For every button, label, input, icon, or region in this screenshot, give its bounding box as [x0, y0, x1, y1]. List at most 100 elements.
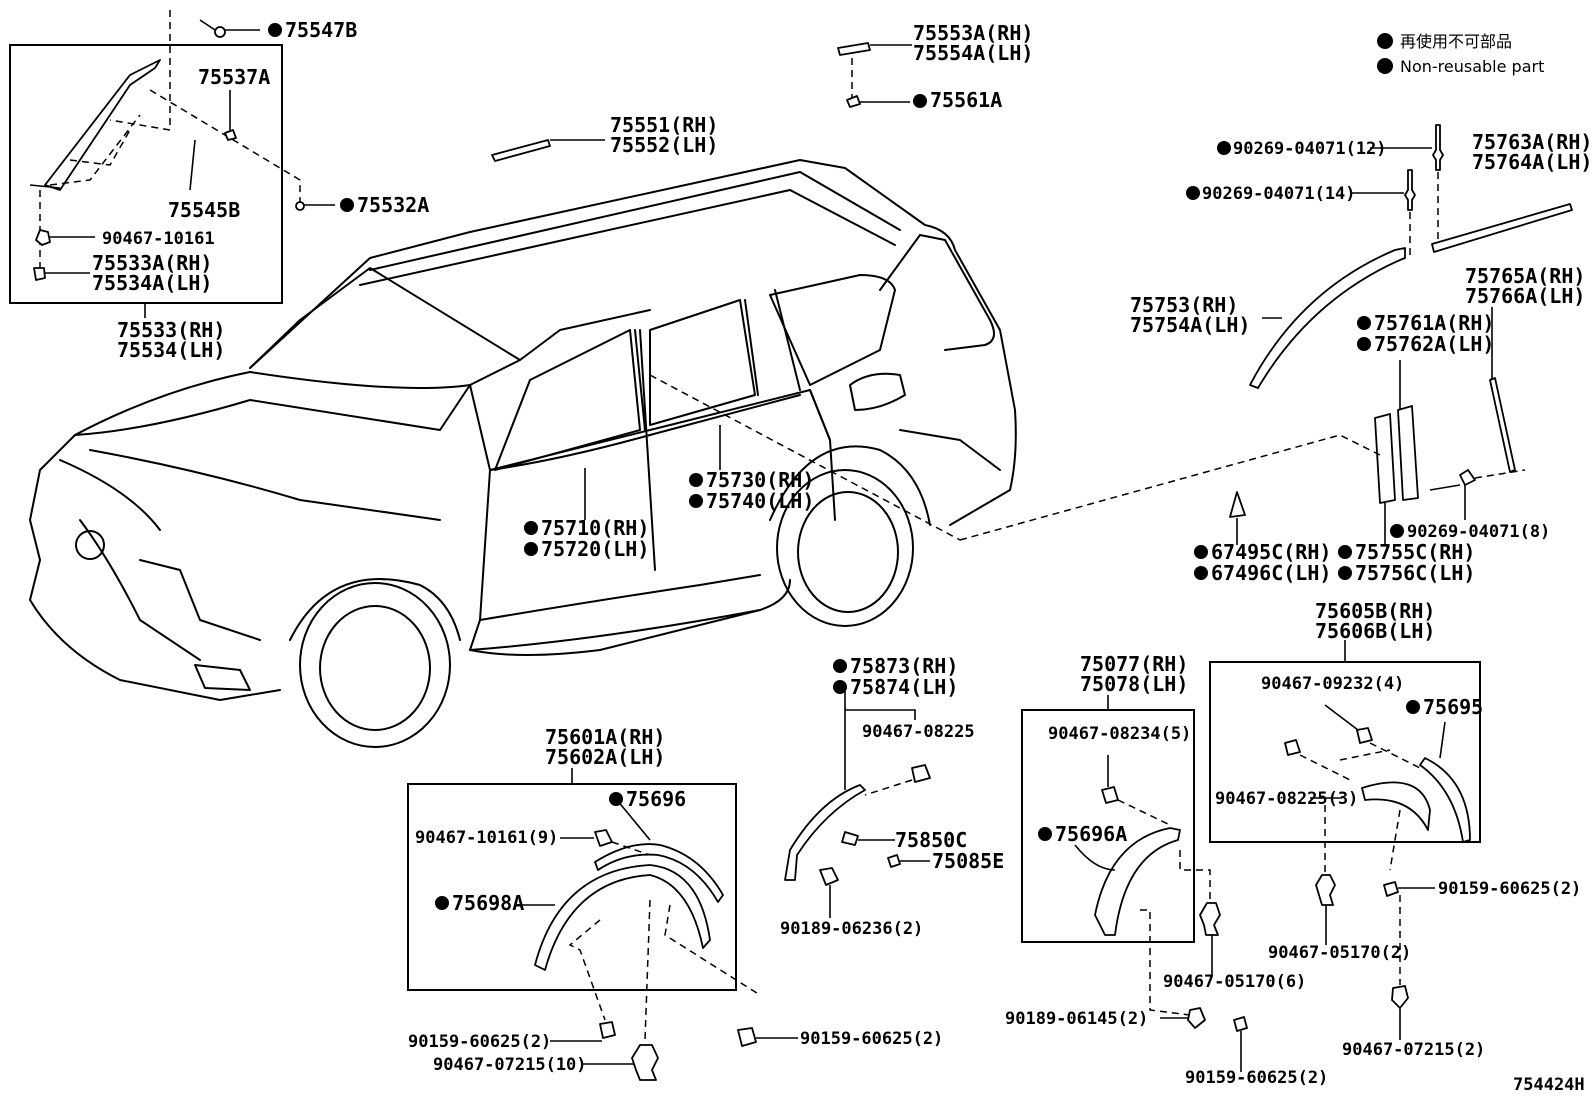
part-label-90159-60625-ll: 90159-60625(2): [408, 1032, 551, 1052]
clip-part: [594, 829, 613, 847]
non-reusable-dot-icon: [1194, 566, 1208, 580]
part-label-90189-06145: 90189-06145(2): [1005, 1009, 1148, 1029]
part-label-75601A: 75601A(RH): [545, 725, 665, 749]
part-label-90467-07215-10: 90467-07215(10): [433, 1055, 587, 1075]
clip-part: [1356, 727, 1373, 744]
clip-part: [1199, 902, 1221, 936]
part-label-75754A: 75754A(LH): [1130, 313, 1250, 337]
clip-part: [1391, 985, 1409, 1009]
roof-parts: [491, 42, 912, 162]
clip-part: [819, 867, 839, 886]
pillar-garnish-part: [44, 59, 161, 191]
legend-en: Non-reusable part: [1400, 57, 1544, 76]
part-label-75696A: 75696A: [1055, 822, 1127, 846]
part-label-67495C: 67495C(RH): [1211, 540, 1331, 564]
non-reusable-dot-icon: [1390, 524, 1404, 538]
clip-part: [1315, 874, 1336, 906]
non-reusable-dot-icon: [1217, 141, 1231, 155]
non-reusable-dot-icon: [689, 473, 703, 487]
part-label-90467-10161: 90467-10161: [102, 229, 215, 249]
non-reusable-dot-icon: [524, 521, 538, 535]
molding-part: [1431, 203, 1573, 253]
part-label-75696: 75696: [626, 787, 686, 811]
clip-part: [846, 95, 861, 108]
part-label-90159-60625-r: 90159-60625(2): [1438, 879, 1581, 899]
part-label-75710: 75710(RH): [541, 516, 649, 540]
non-reusable-dot-icon: [524, 542, 538, 556]
fender-flare-part: [534, 864, 711, 971]
screw-part: [887, 854, 901, 868]
part-label-75602A: 75602A(LH): [545, 745, 665, 769]
screw-part: [737, 1027, 757, 1047]
part-label-75698A: 75698A: [452, 891, 524, 915]
part-label-75553A: 75553A(RH): [913, 21, 1033, 45]
part-label-90467-08225-3: 90467-08225(3): [1215, 789, 1358, 809]
window-molding-parts: [649, 124, 1573, 545]
non-reusable-dot-icon: [1338, 545, 1352, 559]
part-label-75533: 75533(RH): [117, 318, 225, 342]
part-label-75532A: 75532A: [357, 193, 429, 217]
clip-part: [631, 1044, 659, 1081]
clip-part: [911, 764, 931, 783]
screw-part: [599, 1021, 616, 1039]
part-label-75551: 75551(RH): [610, 113, 718, 137]
roof-molding-part: [491, 139, 551, 162]
non-reusable-dot-icon: [1357, 316, 1371, 330]
non-reusable-dot-icon: [1038, 827, 1052, 841]
part-label-75764A: 75764A(LH): [1472, 150, 1592, 174]
part-label-75850C: 75850C: [895, 828, 967, 852]
pin-part: [1404, 169, 1416, 211]
clip-part: [1187, 1007, 1206, 1029]
part-label-75740: 75740(LH): [706, 489, 814, 513]
non-reusable-dot-icon: [1186, 186, 1200, 200]
part-label-75085E: 75085E: [932, 849, 1004, 873]
pillar-garnish-part: [1397, 405, 1419, 501]
non-reusable-dot-icon: [1338, 566, 1352, 580]
part-label-75763A: 75763A(RH): [1472, 130, 1592, 154]
non-reusable-dot-icon: [609, 792, 623, 806]
screw-part: [1233, 1016, 1248, 1032]
part-label-75545B: 75545B: [168, 198, 240, 222]
non-reusable-dot-icon: [1377, 33, 1393, 49]
part-label-75078: 75078(LH): [1080, 672, 1188, 696]
clip-part: [224, 129, 237, 141]
molding-part: [1249, 247, 1406, 389]
clip-part: [1101, 786, 1119, 804]
part-label-75720: 75720(LH): [541, 537, 649, 561]
non-reusable-dot-icon: [1406, 700, 1420, 714]
part-label-90269-04071-14: 90269-04071(14): [1202, 184, 1356, 204]
part-label-75547B: 75547B: [285, 18, 357, 42]
non-reusable-dot-icon: [1194, 545, 1208, 559]
part-label-75605B: 75605B(RH): [1315, 599, 1435, 623]
rocker-molding-group: [784, 690, 931, 918]
part-label-67496C: 67496C(LH): [1211, 561, 1331, 585]
part-label-90467-09232: 90467-09232(4): [1261, 674, 1404, 694]
part-label-75534A: 75534A(LH): [92, 271, 212, 295]
part-label-90467-05170-6: 90467-05170(6): [1163, 972, 1306, 992]
triangle-cover-part: [1229, 491, 1246, 518]
part-label-75766A: 75766A(LH): [1465, 284, 1585, 308]
part-label-90467-08234: 90467-08234(5): [1048, 724, 1191, 744]
part-label-90159-60625-mb: 90159-60625(2): [1185, 1068, 1328, 1088]
part-label-75534: 75534(LH): [117, 338, 225, 362]
clip-part: [1459, 469, 1476, 486]
part-label-90467-10161-9: 90467-10161(9): [415, 828, 558, 848]
part-label-75537A: 75537A: [198, 65, 270, 89]
part-label-75873: 75873(RH): [850, 654, 958, 678]
fender-flare-part: [1419, 757, 1471, 843]
roof-clip-part: [837, 42, 871, 56]
part-label-90269-04071-12: 90269-04071(12): [1233, 139, 1387, 159]
non-reusable-dot-icon: [1377, 58, 1393, 74]
part-label-75762A: 75762A(LH): [1374, 332, 1494, 356]
part-label-75533A: 75533A(RH): [92, 251, 212, 275]
part-label-90467-07215-2: 90467-07215(2): [1342, 1040, 1485, 1060]
pillar-garnish-part: [1374, 413, 1396, 504]
group-box: [9, 44, 283, 304]
screw-part: [1383, 881, 1399, 897]
part-label-75695: 75695: [1423, 695, 1483, 719]
non-reusable-dot-icon: [913, 94, 927, 108]
molding-part: [784, 784, 866, 881]
part-label-90269-04071-8: 90269-04071(8): [1407, 522, 1550, 542]
part-label-75552: 75552(LH): [610, 133, 718, 157]
part-label-75761A: 75761A(RH): [1374, 311, 1494, 335]
